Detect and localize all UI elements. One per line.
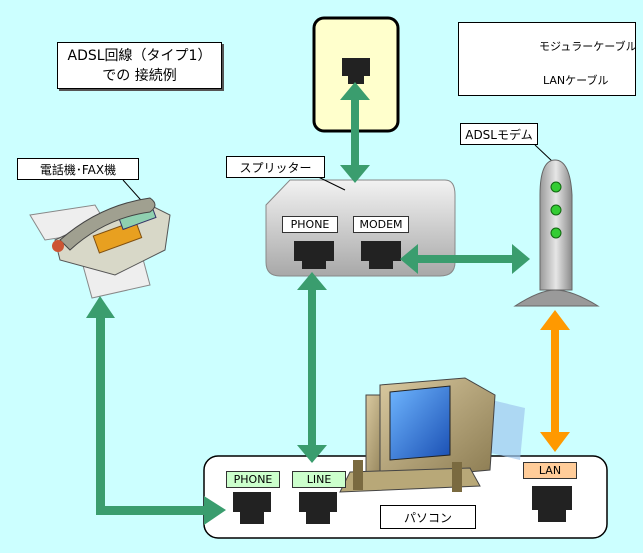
diagram-title: ADSL回線（タイプ1） での 接続例: [57, 42, 222, 89]
pc-line-label: LINE: [292, 471, 346, 488]
splitter-label: スプリッター: [226, 156, 325, 178]
pc-illustration: [339, 377, 525, 493]
pc-lan-label: LAN: [523, 462, 577, 479]
lan-cable: [540, 310, 570, 452]
pc-lan-jack: [532, 486, 572, 510]
title-line-2: での 接続例: [102, 68, 177, 84]
splitter-modem-jack: [361, 241, 401, 261]
legend-lan-label: LANケーブル: [543, 74, 609, 87]
adsl-modem-device: [513, 159, 600, 307]
splitter-phone-label: PHONE: [282, 216, 338, 233]
modular-cables: [86, 82, 530, 525]
telephone-fax-device: [29, 197, 171, 299]
adsl-modem-label: ADSLモデム: [460, 123, 538, 145]
legend: モジュラーケーブル LANケーブル: [458, 22, 637, 96]
pc-phone-jack: [233, 492, 271, 512]
phone-fax-label: 電話機･FAX機: [17, 158, 139, 180]
modem-led-3: [550, 227, 562, 239]
modem-led-1: [550, 181, 562, 193]
title-line-1: ADSL回線（タイプ1）: [67, 48, 212, 64]
pc-phone-label: PHONE: [226, 471, 280, 488]
pc-line-jack: [299, 492, 337, 512]
splitter-phone-jack: [294, 241, 334, 261]
wall-jack: [312, 16, 400, 133]
pc-label: パソコン: [380, 505, 476, 529]
legend-modular-label: モジュラーケーブル: [539, 40, 637, 53]
splitter-modem-label: MODEM: [353, 216, 409, 233]
modem-led-2: [550, 204, 562, 216]
